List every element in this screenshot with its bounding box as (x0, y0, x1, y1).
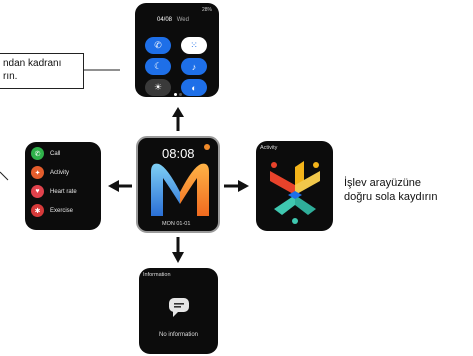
notification-dot (204, 144, 210, 150)
instruction-line-2: doğru sola kaydırın (344, 191, 438, 203)
callout-line-2: rın. (3, 71, 18, 82)
arrow-left (108, 180, 119, 192)
quick-settings-screen[interactable]: 28% 04/08 Wed ✆ ⁙ ☾ ♪ ☀ ◐ (135, 3, 219, 97)
arrow-up (172, 107, 184, 117)
list-item-call[interactable]: ✆ Call (31, 146, 60, 161)
activity-rings-icon (270, 161, 320, 224)
moon-toggle-button[interactable]: ☾ (145, 58, 171, 75)
arrow-down (172, 252, 184, 263)
brightness-button[interactable]: ☀ (145, 79, 171, 96)
empty-message: No information (158, 332, 199, 338)
bell-off-icon: ♪ (191, 61, 197, 72)
phone-icon: ✆ (154, 40, 162, 50)
mute-toggle-button[interactable]: ♪ (181, 58, 207, 75)
phone-icon: ✆ (31, 147, 44, 160)
grid-toggle-button[interactable]: ⁙ (181, 37, 207, 54)
page-indicator-dot (174, 93, 177, 96)
list-item-label: Exercise (50, 207, 74, 214)
swipe-instruction: İşlev arayüzüne doğru sola kaydırın (344, 176, 438, 204)
activity-icon: ✦ (31, 166, 44, 179)
toggle-icon: ◐ (191, 82, 197, 93)
date-row: 04/08 Wed (157, 17, 189, 23)
brightness-icon: ☀ (153, 82, 163, 92)
list-item-label: Heart rate (50, 188, 77, 195)
moon-icon: ☾ (153, 61, 163, 71)
instruction-line-1: İşlev arayüzüne (344, 177, 422, 189)
grid-icon: ⁙ (190, 40, 198, 50)
exercise-icon: ✱ (31, 204, 44, 217)
list-item-label: Call (50, 150, 61, 157)
callout-line-1: ndan kadranı (3, 58, 62, 69)
page-indicator-dot (179, 93, 182, 96)
heart-icon: ♥ (31, 185, 44, 198)
activity-title: Activity (260, 145, 278, 151)
phone-toggle-button[interactable]: ✆ (145, 37, 171, 54)
list-item-label: Activity (50, 169, 70, 176)
date-text: 04/08 (157, 17, 173, 23)
list-item-exercise[interactable]: ✱ Exercise (31, 203, 73, 218)
information-screen[interactable]: Information No information (139, 268, 218, 354)
battery-status: 28% (201, 7, 212, 13)
information-title: Information (143, 272, 171, 278)
date-label: MON 01-01 (162, 221, 191, 227)
arrow-right (238, 180, 249, 192)
message-bubble-icon (169, 298, 189, 317)
list-item-activity[interactable]: ✦ Activity (31, 165, 69, 180)
clock-time: 08:08 (162, 146, 195, 161)
m-logo-icon (151, 163, 209, 216)
app-list-screen[interactable]: ✆ Call ✦ Activity ♥ Heart rate ✱ Exercis… (25, 142, 101, 230)
weekday-text: Wed (176, 17, 189, 23)
toggle-switch-button[interactable]: ◐ (181, 79, 207, 96)
activity-screen[interactable]: Activity (256, 141, 333, 231)
list-item-heart-rate[interactable]: ♥ Heart rate (31, 184, 77, 199)
watch-face-screen[interactable]: 08:08 MON 01-01 (136, 136, 220, 233)
instruction-callout: ndan kadranı rın. (0, 53, 84, 89)
